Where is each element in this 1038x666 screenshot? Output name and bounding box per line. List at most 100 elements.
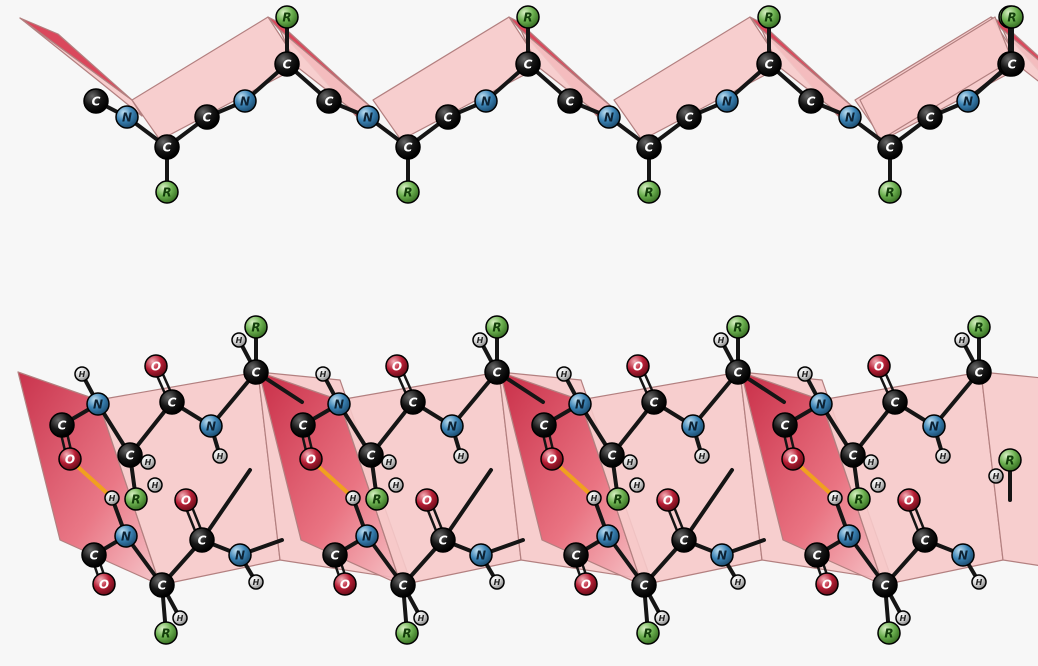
side-chain-atom: R bbox=[637, 180, 661, 204]
oxygen-atom: O bbox=[299, 447, 323, 471]
nitrogen-atom: N bbox=[469, 543, 493, 567]
nitrogen-atom: N bbox=[356, 105, 380, 129]
side-chain-atom: R bbox=[395, 621, 419, 645]
carbon-atom: C bbox=[435, 104, 461, 130]
hydrogen-atom: H bbox=[172, 610, 188, 626]
oxygen-atom: O bbox=[58, 447, 82, 471]
carbon-atom: C bbox=[358, 442, 384, 468]
hydrogen-bond-line bbox=[799, 465, 833, 496]
nitrogen-atom: N bbox=[837, 524, 861, 548]
carbon-atom: C bbox=[912, 527, 938, 553]
nitrogen-atom: N bbox=[597, 105, 621, 129]
hydrogen-atom: H bbox=[895, 610, 911, 626]
peptide-plane-shaded bbox=[19, 17, 133, 101]
carbon-atom: C bbox=[966, 359, 992, 385]
hydrogen-atom: H bbox=[988, 468, 1004, 484]
carbon-atom: C bbox=[999, 51, 1025, 77]
hydrogen-atom: H bbox=[971, 574, 987, 590]
bond bbox=[682, 468, 734, 542]
side-chain-atom: R bbox=[726, 315, 750, 339]
carbon-atom: C bbox=[515, 51, 541, 77]
oxygen-atom: O bbox=[540, 447, 564, 471]
hydrogen-atom: H bbox=[730, 574, 746, 590]
nitrogen-atom: N bbox=[115, 105, 139, 129]
carbon-atom: C bbox=[290, 412, 316, 438]
bond bbox=[441, 468, 493, 542]
side-chain-atom: R bbox=[877, 621, 901, 645]
carbon-atom: C bbox=[676, 104, 702, 130]
oxygen-atom: O bbox=[174, 488, 198, 512]
carbon-atom: C bbox=[631, 572, 657, 598]
hydrogen-atom: H bbox=[622, 454, 638, 470]
carbon-atom: C bbox=[877, 134, 903, 160]
hydrogen-atom: H bbox=[797, 366, 813, 382]
carbon-atom: C bbox=[154, 134, 180, 160]
oxygen-atom: O bbox=[656, 488, 680, 512]
nitrogen-atom: N bbox=[710, 543, 734, 567]
side-chain-atom: R bbox=[516, 5, 540, 29]
peptide-planes bbox=[17, 16, 1038, 586]
nitrogen-atom: N bbox=[715, 89, 739, 113]
hydrogen-atom: H bbox=[472, 332, 488, 348]
nitrogen-atom: N bbox=[838, 105, 862, 129]
carbon-atom: C bbox=[599, 442, 625, 468]
hydrogen-atom: H bbox=[713, 332, 729, 348]
hydrogen-atom: H bbox=[586, 490, 602, 506]
carbon-atom: C bbox=[772, 412, 798, 438]
hydrogen-atom: H bbox=[870, 477, 886, 493]
carbon-atom: C bbox=[804, 542, 830, 568]
nitrogen-atom: N bbox=[951, 543, 975, 567]
carbon-atom: C bbox=[149, 572, 175, 598]
hydrogen-atom: H bbox=[140, 454, 156, 470]
nitrogen-atom: N bbox=[440, 414, 464, 438]
side-chain-atom: R bbox=[878, 180, 902, 204]
hydrogen-atom: H bbox=[654, 610, 670, 626]
hydrogen-atom: H bbox=[935, 448, 951, 464]
side-chain-atom: R bbox=[275, 5, 299, 29]
carbon-atom: C bbox=[49, 412, 75, 438]
carbon-atom: C bbox=[484, 359, 510, 385]
side-chain-atom: R bbox=[606, 487, 630, 511]
oxygen-atom: O bbox=[333, 572, 357, 596]
carbon-atom: C bbox=[322, 542, 348, 568]
carbon-atom: C bbox=[641, 389, 667, 415]
side-chain-atom: R bbox=[998, 448, 1022, 472]
carbon-atom: C bbox=[798, 88, 824, 114]
nitrogen-atom: N bbox=[681, 414, 705, 438]
side-chain-atom: R bbox=[1000, 5, 1024, 29]
nitrogen-atom: N bbox=[355, 524, 379, 548]
hydrogen-bonds bbox=[76, 465, 833, 496]
carbon-atom: C bbox=[430, 527, 456, 553]
carbon-atom: C bbox=[872, 572, 898, 598]
peptide-plane bbox=[19, 17, 143, 117]
nitrogen-atom: N bbox=[327, 392, 351, 416]
side-chain-atom: R bbox=[154, 621, 178, 645]
hydrogen-atom: H bbox=[629, 477, 645, 493]
carbon-atom: C bbox=[189, 527, 215, 553]
hydrogen-atom: H bbox=[954, 332, 970, 348]
carbon-atom: C bbox=[159, 389, 185, 415]
carbon-atom: C bbox=[390, 572, 416, 598]
hydrogen-atom: H bbox=[556, 366, 572, 382]
oxygen-atom: O bbox=[815, 572, 839, 596]
hydrogen-bond-line bbox=[317, 465, 351, 496]
nitrogen-atom: N bbox=[922, 414, 946, 438]
oxygen-atom: O bbox=[144, 354, 168, 378]
carbon-atom: C bbox=[400, 389, 426, 415]
nitrogen-atom: N bbox=[568, 392, 592, 416]
carbon-atom: C bbox=[531, 412, 557, 438]
hydrogen-atom: H bbox=[74, 366, 90, 382]
nitrogen-atom: N bbox=[114, 524, 138, 548]
hydrogen-atom: H bbox=[345, 490, 361, 506]
carbon-atom: C bbox=[274, 51, 300, 77]
carbon-atom: C bbox=[117, 442, 143, 468]
carbon-atom: C bbox=[243, 359, 269, 385]
oxygen-atom: O bbox=[626, 354, 650, 378]
oxygen-atom: O bbox=[574, 572, 598, 596]
side-chain-atom: R bbox=[847, 487, 871, 511]
carbon-atom: C bbox=[840, 442, 866, 468]
nitrogen-atom: N bbox=[199, 414, 223, 438]
nitrogen-atom: N bbox=[474, 89, 498, 113]
carbon-atom: C bbox=[557, 88, 583, 114]
carbon-atom: C bbox=[83, 88, 109, 114]
